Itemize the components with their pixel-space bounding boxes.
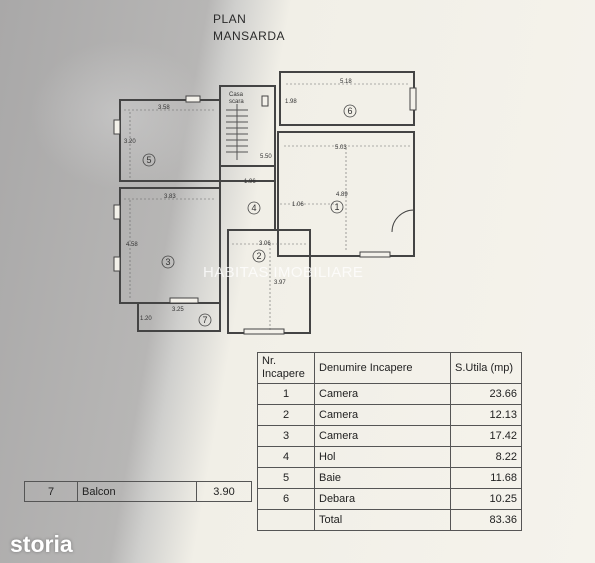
cell-area: 23.66	[450, 383, 522, 405]
table-row: 5 Baie 11.68	[257, 467, 522, 489]
room-number-circles	[142, 104, 357, 327]
dim-r1-height: 4.89	[336, 192, 348, 198]
dim-corridor: 1.96	[244, 179, 256, 185]
dim-r3-height: 4.58	[126, 242, 138, 248]
room-1-outline	[277, 131, 415, 257]
cell-area: 10.25	[450, 488, 522, 510]
cell-area: 11.68	[450, 467, 522, 489]
plan-title: PLAN	[213, 12, 247, 26]
table-header-row: Nr. Incapere Denumire Incapere S.Utila (…	[257, 352, 522, 384]
dim-r6-width: 5.18	[340, 79, 352, 85]
dim-r2-width: 3.06	[259, 241, 271, 247]
header-area: S.Utila (mp)	[450, 352, 522, 384]
dim-hall: 1.06	[292, 202, 304, 208]
dim-balcony-height: 1.20	[140, 316, 152, 322]
dim-r3-width: 3.83	[164, 194, 176, 200]
stair-label-2: scara	[229, 99, 244, 105]
cell-name: Camera	[314, 383, 451, 405]
cell-name: Hol	[314, 446, 451, 468]
room-number-4: 4	[251, 203, 256, 213]
balcony-table: 7 Balcon 3.90	[24, 481, 252, 502]
cell-area: 3.90	[196, 481, 252, 502]
stair-steps	[226, 104, 248, 160]
plan-subtitle: MANSARDA	[213, 29, 286, 43]
cell-nr: 7	[24, 481, 78, 502]
cell-nr: 1	[257, 383, 315, 405]
table-row: 4 Hol 8.22	[257, 446, 522, 468]
total-label: Total	[314, 509, 451, 531]
door-arc	[391, 209, 415, 233]
dim-balcony-width: 3.25	[172, 307, 184, 313]
cell-name: Debara	[314, 488, 451, 510]
room-number-7: 7	[202, 315, 207, 325]
total-value: 83.36	[450, 509, 522, 531]
cell-area: 17.42	[450, 425, 522, 447]
areas-table: Nr. Incapere Denumire Incapere S.Utila (…	[257, 352, 522, 531]
table-row: 3 Camera 17.42	[257, 425, 522, 447]
cell-nr: 4	[257, 446, 315, 468]
room-number-6: 6	[347, 106, 352, 116]
cell-nr: 2	[257, 404, 315, 426]
cell-area: 12.13	[450, 404, 522, 426]
dim-r6-height: 1.98	[285, 99, 297, 105]
room-number-5: 5	[146, 155, 151, 165]
cell-name: Camera	[314, 425, 451, 447]
table-total-row: Total 83.36	[257, 509, 522, 531]
cell-name: Camera	[314, 404, 451, 426]
storia-logo: storia	[10, 531, 73, 557]
header-nr: Nr. Incapere	[257, 352, 315, 384]
dim-r5-width: 3.58	[158, 105, 170, 111]
watermark: HABITAS IMOBILIARE	[203, 264, 364, 281]
dim-r1-width: 5.03	[335, 145, 347, 151]
table-row: 2 Camera 12.13	[257, 404, 522, 426]
table-row: 7 Balcon 3.90	[24, 481, 252, 502]
cell-name: Balcon	[77, 481, 197, 502]
dim-r2-height: 3.97	[274, 280, 286, 286]
cell-area: 8.22	[450, 446, 522, 468]
room-number-3: 3	[165, 257, 170, 267]
dimension-lines	[124, 83, 410, 330]
dim-r5-height: 3.20	[124, 139, 136, 145]
cell-nr: 5	[257, 467, 315, 489]
cell-name: Baie	[314, 467, 451, 489]
room-number-2: 2	[256, 251, 261, 261]
dim-stair-height: 5.50	[260, 154, 272, 160]
cell-nr: 3	[257, 425, 315, 447]
stair-label-1: Casa	[229, 92, 244, 98]
table-row: 6 Debara 10.25	[257, 488, 522, 510]
room-number-1: 1	[334, 202, 339, 212]
cell-nr	[257, 509, 315, 531]
header-name: Denumire Incapere	[314, 352, 451, 384]
cell-nr: 6	[257, 488, 315, 510]
table-row: 1 Camera 23.66	[257, 383, 522, 405]
windows	[113, 87, 417, 335]
